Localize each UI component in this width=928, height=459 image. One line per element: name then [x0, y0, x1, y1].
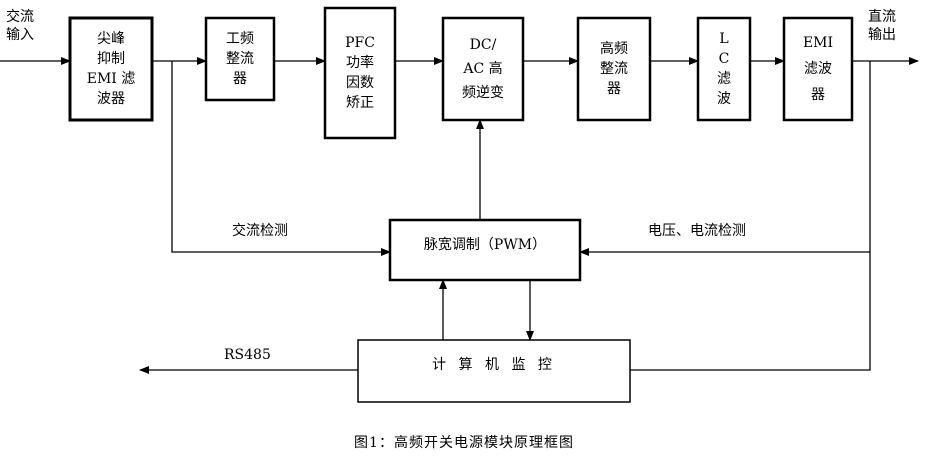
dc-output-label: 直流 输出 [868, 8, 896, 44]
inverter-line3: 频逆变 [462, 85, 504, 101]
ac-detect-line [171, 61, 391, 256]
vi-detect-label: 电压、电流检测 [648, 223, 746, 239]
pfc-line3: 因数 [346, 75, 374, 91]
emi-input-filter-block [68, 16, 154, 122]
figure-caption: 图1：高频开关电源模块原理框图 [354, 435, 574, 451]
dc-output-label-line1: 直流 [868, 9, 896, 25]
emi-output-filter-block [782, 16, 854, 122]
output-to-monitor-line [630, 252, 871, 371]
hf-rect-line3: 器 [607, 81, 621, 97]
inverter-line2: AC 高 [463, 61, 503, 77]
line-rect-line3: 器 [233, 71, 247, 87]
lc-filter-label: L C 滤 波 [698, 18, 750, 120]
pwm-label: 脉宽调制（PWM） [390, 220, 580, 270]
monitor-block [357, 339, 631, 403]
hf-rect-line1: 高频 [600, 41, 628, 57]
rs485-label: RS485 [224, 347, 271, 363]
emi-out-line1: EMI [802, 35, 834, 51]
emi-out-line3: 器 [811, 87, 825, 103]
emi-input-filter-label: 尖峰 抑制 EMI 滤 波器 [70, 18, 152, 120]
lc-line1: L [719, 31, 729, 47]
dc-output-label-line2: 输出 [868, 27, 896, 43]
emi-in-line4: 波器 [97, 91, 125, 107]
ac-input-label-line1: 交流 [6, 9, 34, 25]
inverter-label: DC/ AC 高 频逆变 [443, 18, 523, 120]
lc-line4: 波 [717, 91, 731, 107]
pfc-line2: 功率 [346, 55, 374, 71]
lc-line2: C [718, 51, 730, 67]
emi-in-line1: 尖峰 [97, 31, 125, 47]
hf-rectifier-block [576, 16, 652, 122]
ac-detect-label: 交流检测 [232, 223, 288, 239]
pfc-block [323, 6, 397, 140]
pfc-line4: 矫正 [346, 95, 374, 111]
line-rectifier-label: 工频 整流 器 [206, 18, 274, 100]
line-rect-line2: 整流 [226, 51, 254, 67]
pwm-text: 脉宽调制（PWM） [423, 237, 547, 253]
emi-in-line2: 抑制 [97, 51, 125, 67]
hf-rect-line2: 整流 [600, 61, 628, 77]
ac-input-label-line2: 输入 [6, 27, 34, 43]
monitor-label: 计 算 机 监 控 [358, 340, 630, 390]
pfc-label: PFC 功率 因数 矫正 [325, 8, 395, 138]
lc-filter-block [696, 16, 752, 122]
emi-out-line2: 滤波 [804, 61, 832, 77]
emi-in-line3: EMI 滤 [86, 71, 136, 87]
inverter-line1: DC/ [469, 37, 497, 53]
lc-line3: 滤 [717, 71, 731, 87]
line-rect-line1: 工频 [226, 31, 254, 47]
ac-input-label: 交流 输入 [6, 8, 34, 44]
monitor-text: 计 算 机 监 控 [432, 357, 556, 373]
hf-rectifier-label: 高频 整流 器 [578, 18, 650, 120]
pfc-line1: PFC [345, 35, 375, 51]
emi-output-filter-label: EMI 滤波 器 [784, 18, 852, 120]
